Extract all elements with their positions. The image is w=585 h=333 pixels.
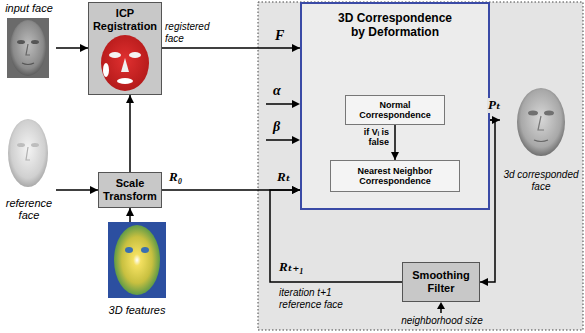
connector-arrow — [56, 189, 98, 191]
registered-face-picture — [101, 35, 149, 91]
edge-label: Rₜ₊₁ — [278, 260, 305, 275]
parameter-name: β — [272, 119, 281, 135]
process-box: Nearest Neighbor Correspondence — [330, 160, 460, 192]
reference-face-picture — [8, 119, 48, 187]
input-arrow — [440, 306, 442, 313]
face-eye — [17, 143, 25, 147]
connector-arrow — [56, 47, 88, 49]
face-eye — [17, 40, 25, 44]
corresponded-face-picture — [517, 88, 565, 156]
connector-arrow — [480, 120, 495, 282]
face-shape — [517, 88, 565, 156]
face-patch — [109, 52, 121, 58]
connector-arrow — [129, 95, 131, 172]
box-title: Nearest Neighbor Correspondence — [333, 166, 457, 187]
box-title: 3D Correspondence by Deformation — [333, 12, 458, 40]
box-title: Smoothing Filter — [405, 269, 477, 294]
arrow-head — [437, 302, 445, 309]
face-patch — [103, 63, 109, 77]
connector-arrow — [162, 189, 300, 191]
image-node: 3d corresponded face — [500, 85, 582, 193]
face-shape — [101, 35, 149, 91]
arrow-head — [292, 136, 300, 144]
feature-map-picture — [108, 222, 166, 298]
face-nose — [538, 116, 544, 130]
process-box: Normal Correspondence — [345, 95, 445, 125]
face-nose — [26, 44, 30, 55]
edge-label: Pₜ — [487, 98, 502, 113]
image-node: 3D features — [104, 222, 170, 318]
image-caption: 3d corresponded face — [500, 169, 582, 192]
edge-label: if Vᵢ is false — [346, 127, 390, 148]
face-patch — [121, 58, 129, 72]
signal-name: Rₜ — [276, 170, 292, 185]
group-box: 3D Correspondence by DeformationNormal C… — [300, 2, 490, 210]
face-shape — [8, 119, 48, 187]
face-ground — [7, 18, 49, 78]
feature-eye — [141, 247, 149, 253]
connector-arrow — [162, 47, 300, 49]
note-text: iteration t+1 reference face — [278, 287, 360, 310]
input-arrow — [266, 103, 297, 105]
feature-eye — [125, 247, 133, 253]
process-box: Scale Transform — [98, 172, 162, 208]
box-title: Normal Correspondence — [348, 100, 442, 121]
image-node: reference face — [2, 115, 56, 223]
input-arrow — [266, 139, 297, 141]
input-arrows — [266, 100, 445, 313]
face-mouth — [22, 63, 34, 65]
image-caption: input face — [5, 2, 53, 15]
feature-face — [114, 225, 160, 295]
face-patch — [117, 78, 133, 84]
edge-label: R₀ — [168, 170, 183, 185]
connector-arrow — [490, 119, 500, 121]
note-text: neighborhood size — [392, 315, 492, 327]
parameter-name: α — [272, 83, 282, 99]
face-shape — [10, 20, 46, 76]
connector-arrow — [129, 208, 131, 222]
image-caption: 3D features — [109, 304, 166, 317]
face-nose — [26, 147, 30, 160]
dotted-panel — [258, 2, 583, 330]
input-face-picture — [7, 18, 49, 78]
edge-label: registered face — [164, 21, 228, 44]
process-box: Smoothing Filter — [402, 262, 480, 302]
face-eye — [528, 111, 538, 116]
box-title: Scale Transform — [101, 177, 159, 202]
signal-name: F — [274, 28, 285, 44]
feature-ground — [108, 222, 166, 298]
arrow-head — [292, 100, 300, 108]
connector-arrow — [394, 125, 396, 160]
face-eye — [544, 111, 554, 116]
face-patch — [129, 52, 141, 58]
face-eye — [31, 40, 39, 44]
image-node: input face — [2, 2, 56, 80]
face-mouth — [534, 140, 548, 142]
face-eye — [31, 143, 39, 147]
image-caption: reference face — [2, 197, 56, 222]
box-title: ICP Registration — [91, 7, 159, 32]
process-box: ICP Registration — [88, 2, 162, 95]
connector-arrow — [270, 190, 402, 282]
